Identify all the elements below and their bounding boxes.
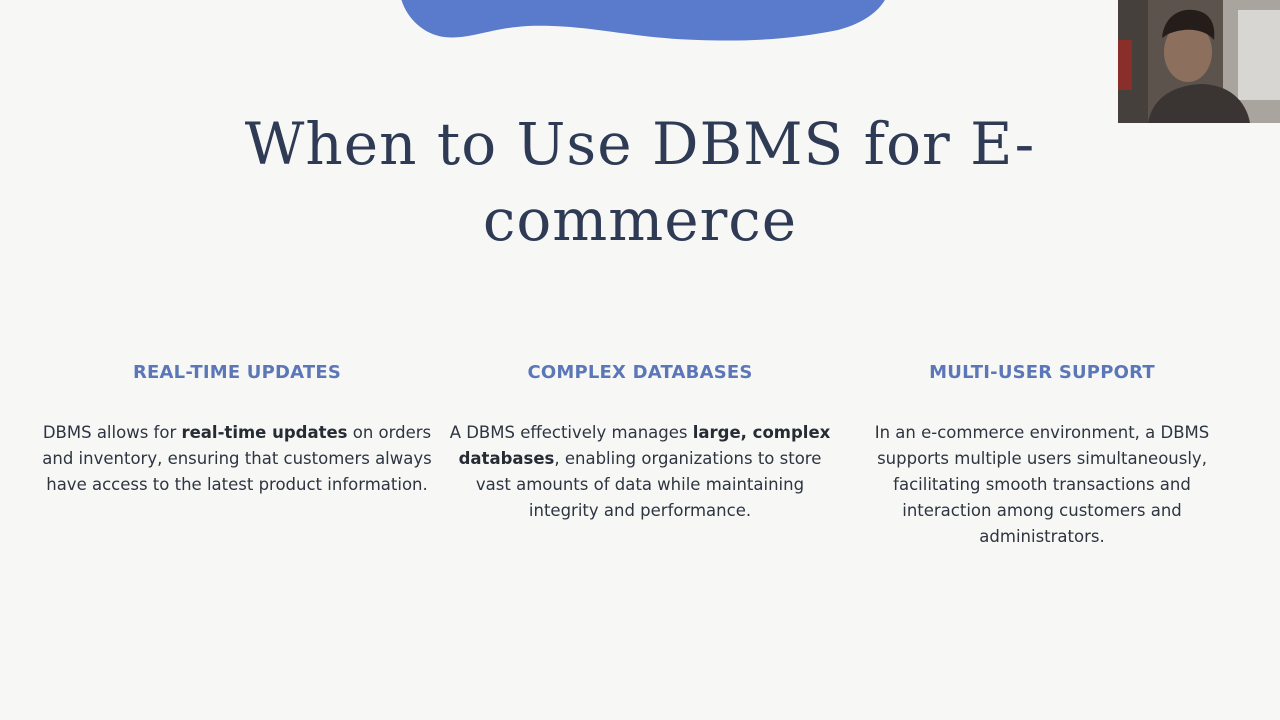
column-description: DBMS allows for real-time updates on ord… [42, 423, 432, 494]
feature-column-complex-databases: COMPLEX DATABASES A DBMS effectively man… [445, 356, 835, 524]
emphasis-text: real-time updates [181, 423, 348, 442]
decorative-blob [401, 0, 885, 41]
feature-column-real-time-updates: REAL-TIME UPDATES DBMS allows for real-t… [42, 356, 432, 498]
column-heading: REAL-TIME UPDATES [132, 362, 342, 383]
column-heading: MULTI-USER SUPPORT [929, 362, 1155, 383]
emphasis-text: large, complex databases [458, 423, 831, 468]
column-description: In an e-commerce environment, a DBMS sup… [874, 423, 1210, 546]
slide-title: When to Use DBMS for E-commerce [244, 110, 1036, 254]
column-description: A DBMS effectively manages large, comple… [449, 423, 831, 520]
person-video-icon [1118, 0, 1280, 123]
feature-column-multi-user-support: MULTI-USER SUPPORT In an e-commerce envi… [847, 356, 1237, 550]
column-heading: COMPLEX DATABASES [527, 362, 753, 383]
webcam-video-overlay [1118, 0, 1280, 123]
